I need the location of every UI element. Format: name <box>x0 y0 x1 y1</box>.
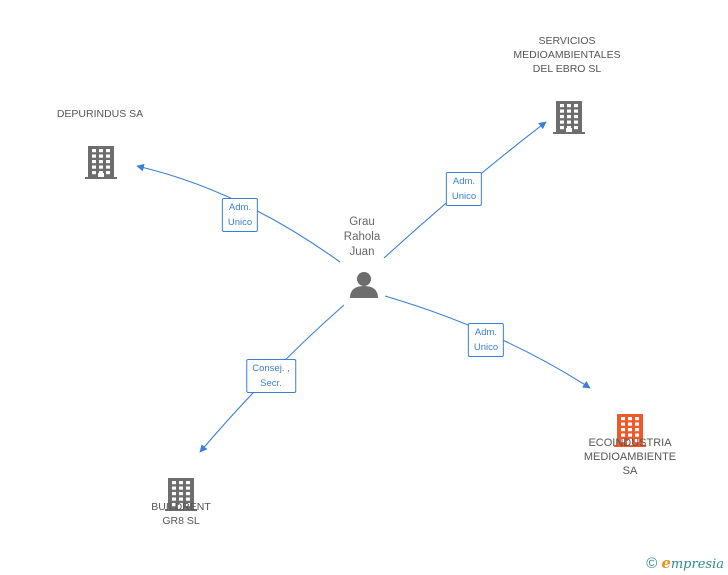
person-icon[interactable] <box>350 272 378 298</box>
company-label-buildrent[interactable]: BUILDRENT GR8 SL <box>151 501 211 527</box>
building-icon-buildrent[interactable] <box>165 478 197 511</box>
company-label-depurindus[interactable]: DEPURINDUS SA <box>56 108 144 120</box>
edge-label-servicios: Adm. Unico <box>445 172 483 206</box>
edge-label-ecoindustria: Adm. Unico <box>467 323 505 357</box>
copyright-icon: © <box>646 554 658 572</box>
edge-label-depurindus: Adm. Unico <box>221 198 259 232</box>
edge-label-buildrent: Consej. , Secr. <box>246 359 296 393</box>
brand-logo[interactable]: empresia <box>661 554 724 572</box>
building-icon-servicios[interactable] <box>553 101 585 134</box>
company-label-ecoindustria[interactable]: ECOINDUSTRIA MEDIOAMBIENTE SA <box>583 437 677 477</box>
center-person-name[interactable]: Grau Rahola Juan <box>343 216 381 258</box>
building-icon-ecoindustria[interactable] <box>614 414 646 447</box>
company-label-servicios[interactable]: SERVICIOS MEDIOAMBIENTALES DEL EBRO SL <box>513 35 621 75</box>
footer-brand[interactable]: © empresia <box>646 554 724 572</box>
building-icon-depurindus[interactable] <box>85 146 117 179</box>
